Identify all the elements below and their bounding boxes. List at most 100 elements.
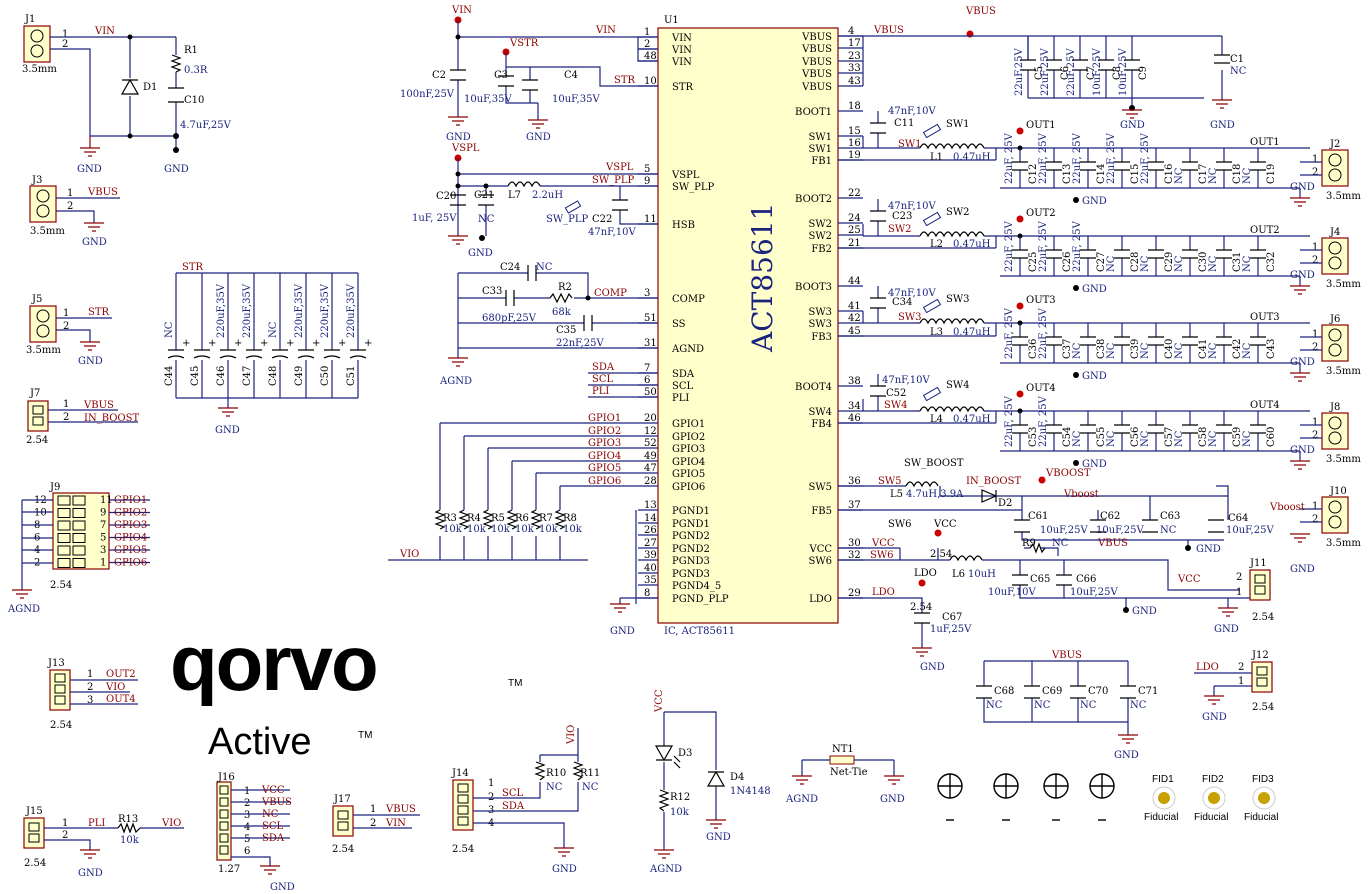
- svg-text:VBUS: VBUS: [965, 6, 996, 17]
- svg-text:10uF,25V: 10uF,25V: [1070, 587, 1118, 598]
- out-label: OUT4: [1250, 400, 1280, 411]
- ic-pin-number: 37: [848, 500, 861, 511]
- ic-ref: U1: [664, 15, 679, 26]
- svg-text:2: 2: [1312, 430, 1318, 441]
- svg-text:3.5mm: 3.5mm: [1326, 279, 1361, 290]
- svg-text:1: 1: [1312, 154, 1318, 165]
- svg-text:SW6: SW6: [888, 519, 912, 530]
- ic-pin-name: SW6: [809, 556, 833, 567]
- connector-j1[interactable]: J1 3.5mm 1 2 VIN R1 0.3R D1 C10 4.7uF,25…: [22, 14, 232, 175]
- out-label: OUT1: [1250, 137, 1280, 148]
- connector-j5[interactable]: J5 3.5mm 12 STR GND: [26, 294, 112, 367]
- j9-pin-number: 11: [100, 495, 113, 506]
- pgnd-bus[interactable]: GND: [610, 510, 658, 637]
- svg-text:SW2: SW2: [946, 207, 970, 218]
- svg-text:VCC: VCC: [933, 519, 957, 530]
- svg-text:NC: NC: [1160, 525, 1177, 536]
- svg-text:C4: C4: [564, 70, 578, 81]
- vbus-cap-value: 22uF,25V: [1066, 48, 1077, 96]
- boost-section[interactable]: SW5 SW_BOOST IN_BOOST VBOOST L5 4.7uH,3.…: [838, 458, 1274, 555]
- connector-j17[interactable]: J17 2.54 12 VBUS VIN: [332, 794, 420, 855]
- vcc-ldo-section[interactable]: SW6 VCC VCC SW6 2.54 R9 NC VBUS L6 10uH …: [838, 519, 1240, 673]
- svg-text:2: 2: [370, 818, 376, 829]
- svg-text:GND: GND: [1082, 371, 1107, 382]
- ic-pin-name: SW2: [809, 231, 833, 242]
- svg-text:IN_BOOST: IN_BOOST: [966, 476, 1021, 487]
- vbus-cap-ref: C5: [1034, 66, 1045, 80]
- out-cap-ref: C42: [1232, 339, 1243, 359]
- out-cap-value: NC: [1106, 430, 1117, 447]
- connector-j3[interactable]: J3 3.5mm 12 VBUS GND: [29, 175, 120, 248]
- svg-text:NC: NC: [1130, 700, 1147, 711]
- net-tie[interactable]: NT1 Net-Tie AGND GND: [785, 744, 905, 805]
- ic-pin-number: 1: [644, 27, 650, 38]
- output-connectors[interactable]: J23.5mm12J43.5mm12J63.5mm12J83.5mm12J103…: [1269, 139, 1361, 575]
- input-caps[interactable]: VIN C2 100nF,25V VIN VSTR C3 10uF,35V C4…: [400, 5, 658, 143]
- svg-text:2.54: 2.54: [452, 844, 474, 855]
- svg-text:2: 2: [244, 798, 250, 809]
- out-cap-ref: C14: [1096, 164, 1107, 184]
- svg-text:VBUS: VBUS: [1097, 538, 1128, 549]
- connector-j9[interactable]: J9 2.54 121086421197531GPIO1GPIO2GPIO3GP…: [7, 482, 150, 615]
- out-cap-value: NC: [1208, 255, 1219, 272]
- svg-text:SW5: SW5: [878, 476, 902, 487]
- svg-text:GND: GND: [77, 164, 102, 175]
- gpio-res-value: 10k: [491, 524, 511, 535]
- connector-j11[interactable]: J11 2.54 21 GND: [1214, 558, 1274, 635]
- svg-text:GND: GND: [706, 832, 731, 843]
- ic-pin-name: VBUS: [801, 57, 832, 68]
- svg-text:2: 2: [62, 830, 68, 841]
- connector-j7[interactable]: J7 2.54 12 VBUS IN_BOOST: [26, 388, 139, 446]
- ic-u1[interactable]: U1 IC, ACT85611 ACT85611 1VIN2VIN48VIN10…: [638, 15, 863, 637]
- svg-text:1: 1: [63, 308, 69, 319]
- ic-pin-name: PGND1: [672, 506, 710, 517]
- svg-text:GND: GND: [1120, 120, 1145, 131]
- str-bulk-capacitors[interactable]: STR C44NC+C45+C46220uF,35V+C47220uF,35V+…: [164, 262, 372, 436]
- ic-pin-name: BOOT3: [795, 282, 832, 293]
- connector-j12[interactable]: J12 2.54 21 LDO GND: [1194, 650, 1274, 723]
- out-label: OUT2: [1250, 225, 1280, 236]
- gpio-pullups[interactable]: R310kGPIO1R410kGPIO2R510kGPIO3R610kGPIO4…: [388, 413, 638, 561]
- ic-pin-number: 14: [644, 513, 657, 524]
- svg-text:TM: TM: [358, 730, 372, 741]
- svg-text:680pF,25V: 680pF,25V: [482, 313, 537, 324]
- gpio-net: GPIO4: [588, 451, 621, 462]
- ic-pin-number: 16: [848, 138, 861, 149]
- vspl-section[interactable]: VSPL L7 2.2uH C20 1uF, 25V C21 NC C22 47…: [412, 143, 658, 259]
- svg-text:L1: L1: [930, 152, 943, 163]
- ic-pin-number: 34: [848, 401, 861, 412]
- svg-text:6: 6: [244, 846, 250, 857]
- connector-j15[interactable]: J15 2.54 12 PLI R13 10k VIO GND: [23, 806, 184, 879]
- i2c-labels: SDA SCL PLI: [588, 362, 658, 398]
- svg-text:10uF,25V: 10uF,25V: [1226, 525, 1274, 536]
- svg-text:GND: GND: [1114, 750, 1139, 761]
- ic-pin-number: 19: [848, 150, 861, 161]
- svg-text:VIO: VIO: [566, 725, 577, 745]
- svg-text:J17: J17: [333, 794, 351, 805]
- svg-text:C65: C65: [1030, 574, 1050, 585]
- svg-text:GND: GND: [526, 132, 551, 143]
- svg-text:C69: C69: [1042, 686, 1062, 697]
- connector-j13[interactable]: J13 2.54 123 OUT2 VIO OUT4: [47, 658, 138, 731]
- out-cap-value: NC: [1208, 430, 1219, 447]
- ic-pin-name: PLI: [672, 393, 689, 404]
- svg-text:L5: L5: [890, 489, 903, 500]
- j16-net: NC: [262, 809, 279, 820]
- svg-text:SW_PLP: SW_PLP: [592, 175, 634, 186]
- out-cap-value: NC: [1208, 167, 1219, 184]
- led-and-diode[interactable]: VCC D3 R12 10k D4 1N4148 AGND GND: [649, 689, 771, 875]
- c10-ref: C10: [184, 95, 204, 106]
- j16-net: SDA: [262, 833, 285, 844]
- svg-text:GND: GND: [1082, 459, 1107, 470]
- svg-text:R11: R11: [580, 768, 600, 779]
- out-cap-value: 22uF, 25V: [1106, 132, 1117, 184]
- ic-pin-number: 44: [848, 276, 861, 287]
- svg-text:J7: J7: [29, 388, 40, 399]
- svg-text:1: 1: [1236, 587, 1242, 598]
- comp-section[interactable]: C24 NC C33 680pF,25V R2 68k COMP C35 22n…: [439, 262, 658, 387]
